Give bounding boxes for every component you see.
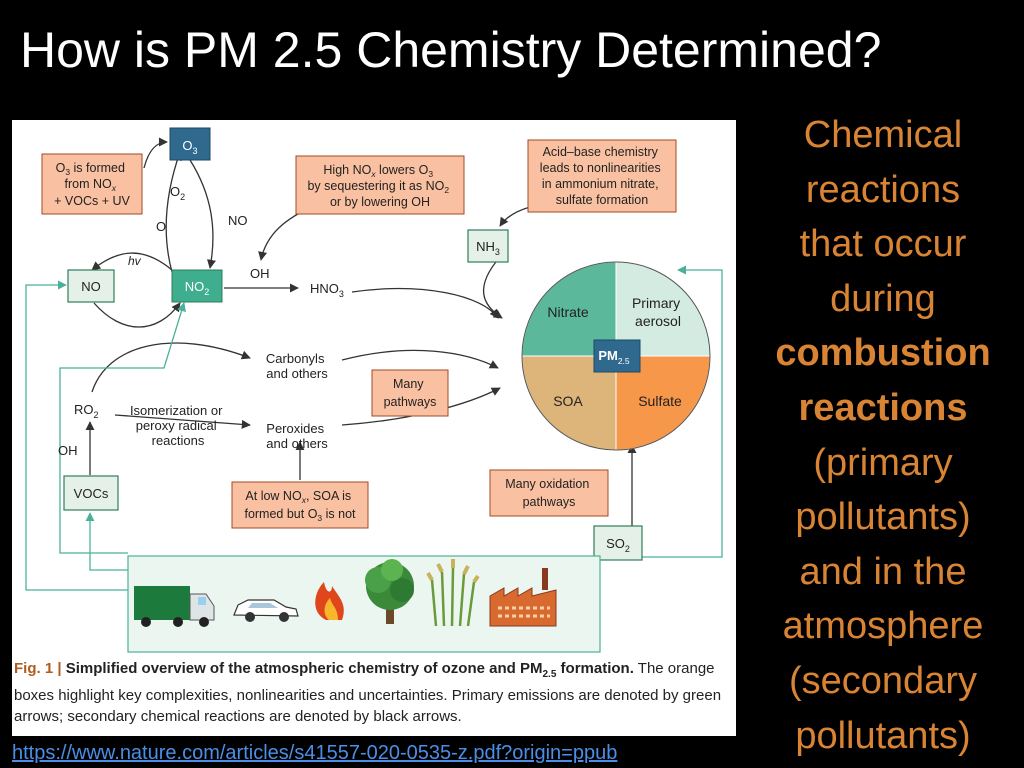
- label-isomerization: Isomerization or peroxy radical reaction…: [130, 403, 226, 448]
- svg-text:O3 is formed from NOx: O3 is formed from NOx + VOCs + UV: [54, 161, 130, 208]
- figure-caption: Fig. 1 | Simplified overview of the atmo…: [12, 658, 736, 727]
- figure-panel: O3 NO NO2 NH3 VOCs SO2 O2 O NO hv OH HNO…: [12, 120, 736, 736]
- label-ro2: RO2: [74, 402, 99, 420]
- label-o2: O2: [170, 184, 185, 202]
- arrow-emission-no: [25, 280, 128, 591]
- svg-text:High NOx lowers O3 by se: High NOx lowers O3 by sequestering it as…: [307, 163, 452, 209]
- label-hv: hv: [128, 254, 142, 268]
- arrow-carbonyls-to-pm: [341, 349, 499, 369]
- box-acid-base: Acid–base chemistry leads to nonlinearit…: [527, 139, 677, 213]
- node-nh3: NH3: [467, 229, 509, 263]
- side-line: pollutants): [795, 496, 971, 539]
- crop-icon: [426, 559, 480, 627]
- arrow-emission-no2: [59, 302, 186, 554]
- side-line: pollutants): [795, 714, 971, 757]
- side-line: during: [830, 277, 936, 320]
- car-icon: [233, 599, 299, 622]
- source-link[interactable]: https://www.nature.com/articles/s41557-0…: [12, 742, 618, 764]
- arrow-nh3-to-pm: [483, 256, 503, 319]
- side-emphasis: reactions: [798, 386, 968, 429]
- arrow-box-to-o3: [143, 137, 168, 169]
- svg-text:Acid–base chemistry lead: Acid–base chemistry leads to nonlinearit…: [540, 145, 664, 207]
- svg-text:SO2: SO2: [606, 536, 630, 554]
- svg-text:O3: O3: [182, 138, 197, 156]
- pie-label-primary-aerosol: Primary aerosol: [632, 295, 684, 329]
- svg-text:Many oxidation pathways: Many oxidation pathways: [505, 477, 593, 509]
- label-oh-top: OH: [250, 266, 270, 281]
- label-peroxides: Peroxides and others: [266, 421, 328, 451]
- arrow-emission-vocs: [85, 512, 128, 571]
- label-no-arrow: NO: [228, 213, 248, 228]
- arrow-hno3-to-pm: [351, 287, 499, 319]
- factory-icon: [489, 568, 557, 627]
- node-no2: NO2: [171, 269, 223, 303]
- arrow-ro2-to-carbonyls: [91, 342, 251, 393]
- box-high-nox: High NOx lowers O3 by sequestering it as…: [295, 155, 465, 215]
- node-no: NO: [67, 269, 115, 303]
- truck-icon: [134, 586, 215, 627]
- pie-label-nitrate: Nitrate: [547, 304, 588, 320]
- svg-text:NH3: NH3: [476, 239, 500, 257]
- pm25-composition-pie: Nitrate Primary aerosol SOA Sulfate PM2.…: [521, 261, 711, 451]
- arrow-emission-primary: [602, 265, 723, 558]
- box-low-nox: At low NOx, SOA is formed but O3 is not: [231, 481, 369, 529]
- svg-text:VOCs: VOCs: [74, 486, 109, 501]
- svg-text:NO: NO: [81, 279, 101, 294]
- label-oh-left: OH: [58, 443, 78, 458]
- chemistry-diagram: O3 NO NO2 NH3 VOCs SO2 O2 O NO hv OH HNO…: [25, 127, 723, 653]
- fire-icon: [315, 582, 344, 620]
- node-o3: O3: [169, 127, 211, 161]
- side-line: Chemical: [803, 114, 963, 156]
- caption-title: Simplified overview of the atmospheric c…: [61, 660, 634, 680]
- tree-icon: [365, 559, 414, 624]
- slide-title: How is PM 2.5 Chemistry Determined?: [20, 22, 882, 78]
- pie-label-soa: SOA: [553, 393, 583, 409]
- node-vocs: VOCs: [63, 475, 119, 511]
- arrow-o3-to-no2: [189, 159, 216, 269]
- pm25-center-label: PM2.5: [598, 348, 630, 366]
- arrow-no2-to-no: [91, 252, 173, 271]
- caption-fig-label: Fig. 1 |: [14, 660, 62, 677]
- side-line: and in the: [799, 550, 967, 593]
- box-o3-formed: O3 is formed from NOx + VOCs + UV: [41, 153, 143, 215]
- emission-sources-panel: [127, 555, 601, 653]
- label-o: O: [156, 219, 166, 234]
- arrow-o-to-o3: [165, 151, 182, 273]
- side-line: (secondary: [789, 659, 977, 702]
- pm25-center-box: [593, 339, 641, 373]
- side-line: (primary: [813, 441, 953, 484]
- side-line: reactions: [805, 168, 961, 211]
- box-many-pathways: Many pathways: [371, 369, 449, 417]
- label-carbonyls: Carbonyls and others: [266, 351, 328, 381]
- arrow-ro2-to-peroxides: [114, 414, 251, 429]
- label-hno3: HNO3: [310, 281, 344, 299]
- side-emphasis: combustion: [775, 332, 991, 375]
- svg-text:Many pathways: Many pathways: [384, 377, 437, 409]
- pie-label-sulfate: Sulfate: [638, 393, 682, 409]
- box-oxidation: Many oxidation pathways: [489, 469, 609, 517]
- side-line: atmosphere: [782, 605, 984, 648]
- side-description: Chemical reactions that occur during com…: [752, 108, 1014, 763]
- arrow-no-to-no2: [93, 302, 181, 328]
- caption-body: The orange boxes highlight key complexit…: [14, 660, 722, 725]
- svg-text:NO2: NO2: [185, 279, 210, 297]
- side-line: that occur: [799, 223, 967, 266]
- svg-text:At low NOx, SOA is forme: At low NOx, SOA is formed but O3 is not: [244, 489, 356, 523]
- node-so2: SO2: [593, 525, 643, 561]
